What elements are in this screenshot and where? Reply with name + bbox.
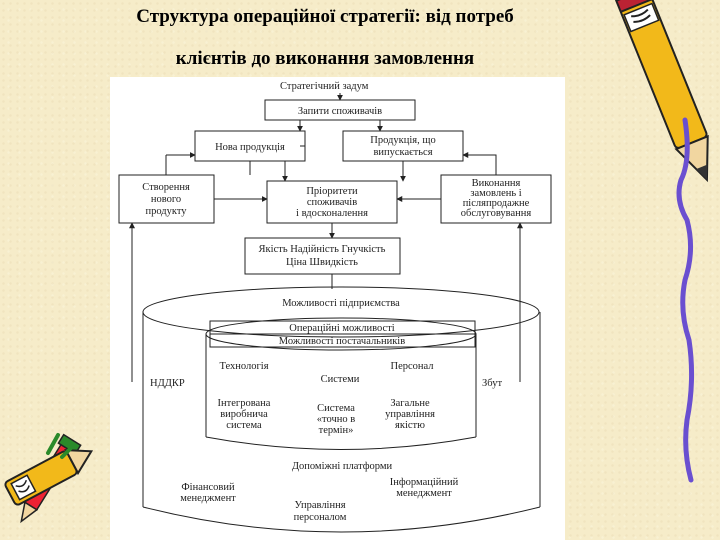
label-quality-2: Ціна Швидкість xyxy=(286,257,358,268)
label-fulfillment-4: обслуговування xyxy=(461,208,532,219)
label-hr-2: персоналом xyxy=(294,512,347,523)
label-technology: Технологія xyxy=(219,361,268,372)
pencil-top-right-icon xyxy=(614,0,709,483)
outer-cylinder-top xyxy=(142,286,540,338)
label-tqm-2: управління xyxy=(385,409,435,420)
box-quality xyxy=(244,237,401,275)
diagram-panel: Стратегічний задум Запити споживачів Нов… xyxy=(110,77,565,540)
label-new-product: Нова продукція xyxy=(215,142,285,153)
slide-title-line-1: Структура операційної стратегії: від пот… xyxy=(136,6,514,27)
label-capabilities: Можливості підприємства xyxy=(282,298,400,309)
label-quality-1: Якість Надійність Гнучкість xyxy=(259,244,386,255)
label-priorities-2: споживачів xyxy=(307,197,357,208)
label-create-new-3: продукту xyxy=(145,206,187,217)
label-create-new-1: Створення xyxy=(142,182,190,193)
pencils-bottom-left-icon xyxy=(4,433,94,524)
slide-title-line-2: клієнтів до виконання замовлення xyxy=(175,48,475,69)
label-systems: Системи xyxy=(321,374,360,385)
label-needs: Запити споживачів xyxy=(298,106,382,117)
label-jit-3: термін» xyxy=(319,425,354,436)
label-integrated-1: Інтегрована xyxy=(218,398,271,409)
inner-cylinder-bottom xyxy=(205,436,477,450)
label-fulfillment-3: післяпродажне xyxy=(463,198,530,209)
label-jit-1: Система xyxy=(317,403,355,414)
label-support: Допоміжні платформи xyxy=(292,461,393,472)
label-integrated-3: система xyxy=(226,420,262,431)
label-strategic-intent: Стратегічний задум xyxy=(280,81,369,92)
label-operational: Операційні можливості xyxy=(289,323,394,334)
label-jit-2: «точно в xyxy=(317,414,355,425)
label-existing-product-2: випускається xyxy=(373,147,432,158)
label-hr-1: Управління xyxy=(294,500,345,511)
label-tqm-1: Загальне xyxy=(390,398,430,409)
label-priorities-3: і вдосконалення xyxy=(296,208,368,219)
label-finance-1: Фінансовий xyxy=(181,482,235,493)
label-rnd: НДДКР xyxy=(150,378,185,389)
label-finance-2: менеджмент xyxy=(180,493,236,504)
label-fulfillment-2: замовлень і xyxy=(470,188,521,199)
label-sales: Збут xyxy=(482,378,502,389)
label-suppliers: Можливості постачальників xyxy=(279,336,405,347)
label-personnel: Персонал xyxy=(390,361,433,372)
label-tqm-3: якістю xyxy=(395,420,425,431)
label-integrated-2: виробнича xyxy=(220,409,268,420)
label-existing-product-1: Продукція, що xyxy=(370,135,435,146)
label-info-2: менеджмент xyxy=(396,488,452,499)
label-priorities-1: Пріоритети xyxy=(306,186,358,197)
label-fulfillment-1: Виконання xyxy=(472,178,521,189)
label-info-1: Інформаційний xyxy=(390,477,459,488)
label-create-new-2: нового xyxy=(151,194,181,205)
box-suppliers xyxy=(209,333,476,348)
